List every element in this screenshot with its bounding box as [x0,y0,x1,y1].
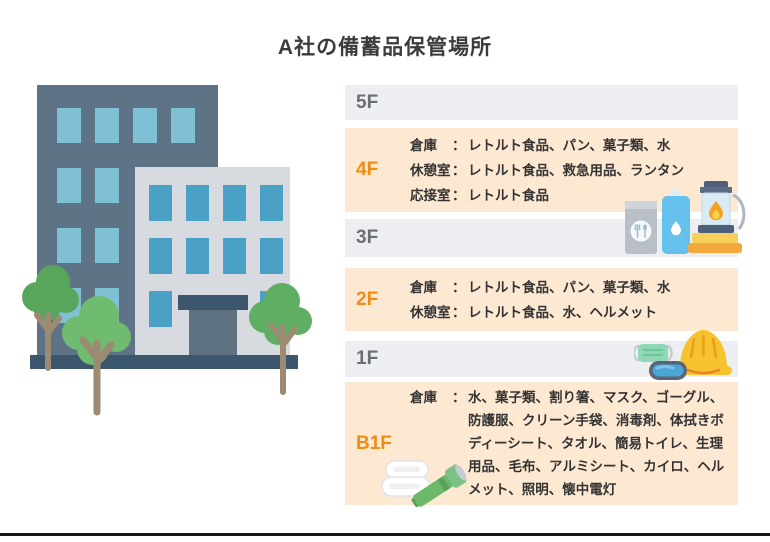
building-svg [22,85,312,416]
emergency-food-icons [618,181,746,256]
room-items: レトルト食品、パン、菓子類、水 [468,137,671,153]
room-items: 水、菓子類、割り箸、マスク、ゴーグル、防護服、クリーン手袋、消毒剤、体拭きボディ… [468,390,725,497]
face-mask-icon [632,344,673,362]
floor-row-5f: 5F [345,85,738,120]
page-title: A社の備蓄品保管場所 [277,36,493,59]
colon-separator: ： [452,187,466,203]
room-line: 応接室：レトルト食品 [410,183,738,208]
flashlight-icon [411,464,467,508]
tree-icon [249,283,312,395]
room-label: 休憩室 [410,304,451,320]
room-items: レトルト食品 [468,187,549,203]
colon-separator: ： [452,137,466,153]
room-items: レトルト食品、パン、菓子類、水 [468,279,671,295]
room-label: 倉庫 [410,279,437,295]
safety-gear-icons [632,325,736,383]
goggles-icon [649,361,687,380]
room-line: 倉庫 ：レトルト食品、パン、菓子類、水 [410,133,738,158]
b1f-supply-icons [372,448,492,512]
room-line: 休憩室：レトルト食品、救急用品、ランタン [410,158,738,183]
room-label: 休憩室 [410,162,451,178]
room-items: レトルト食品、救急用品、ランタン [468,162,684,178]
tree-icon [22,265,79,371]
floor-label-3f: 3F [356,227,379,248]
blanket-icon [381,460,431,497]
colon-separator: ： [452,390,466,405]
colon-separator: ： [452,279,466,295]
food-pouch-icon [625,201,657,254]
floor-label-2f: 2F [356,288,379,310]
floor-label-4f: 4F [356,159,379,180]
floor-label-b1f: B1F [356,432,392,454]
lantern-icon [688,181,746,253]
room-label: 倉庫 [410,390,437,405]
bottom-border-line [0,533,770,536]
room-items: レトルト食品、水、ヘルメット [468,304,657,320]
water-bottle-icon [662,190,690,254]
room-line: 休憩室：レトルト食品、水、ヘルメット [410,300,738,325]
floor-row-2f: 2F 倉庫 ：レトルト食品、パン、菓子類、水 休憩室：レトルト食品、水、ヘルメット [345,268,738,331]
room-label: 応接室 [410,187,451,203]
room-line: 倉庫 ：水、菓子類、割り箸、マスク、ゴーグル、防護服、クリーン手袋、消毒剤、体拭き… [410,386,738,501]
room-line: 倉庫 ：レトルト食品、パン、菓子類、水 [410,275,738,300]
office-building-illustration [15,75,320,420]
floor-label-1f: 1F [356,348,379,369]
helmet-icon [675,330,732,375]
tree-icon [62,296,131,416]
colon-separator: ： [452,304,466,320]
room-label: 倉庫 [410,137,437,153]
floor-label-5f: 5F [356,91,379,113]
colon-separator: ： [452,162,466,178]
